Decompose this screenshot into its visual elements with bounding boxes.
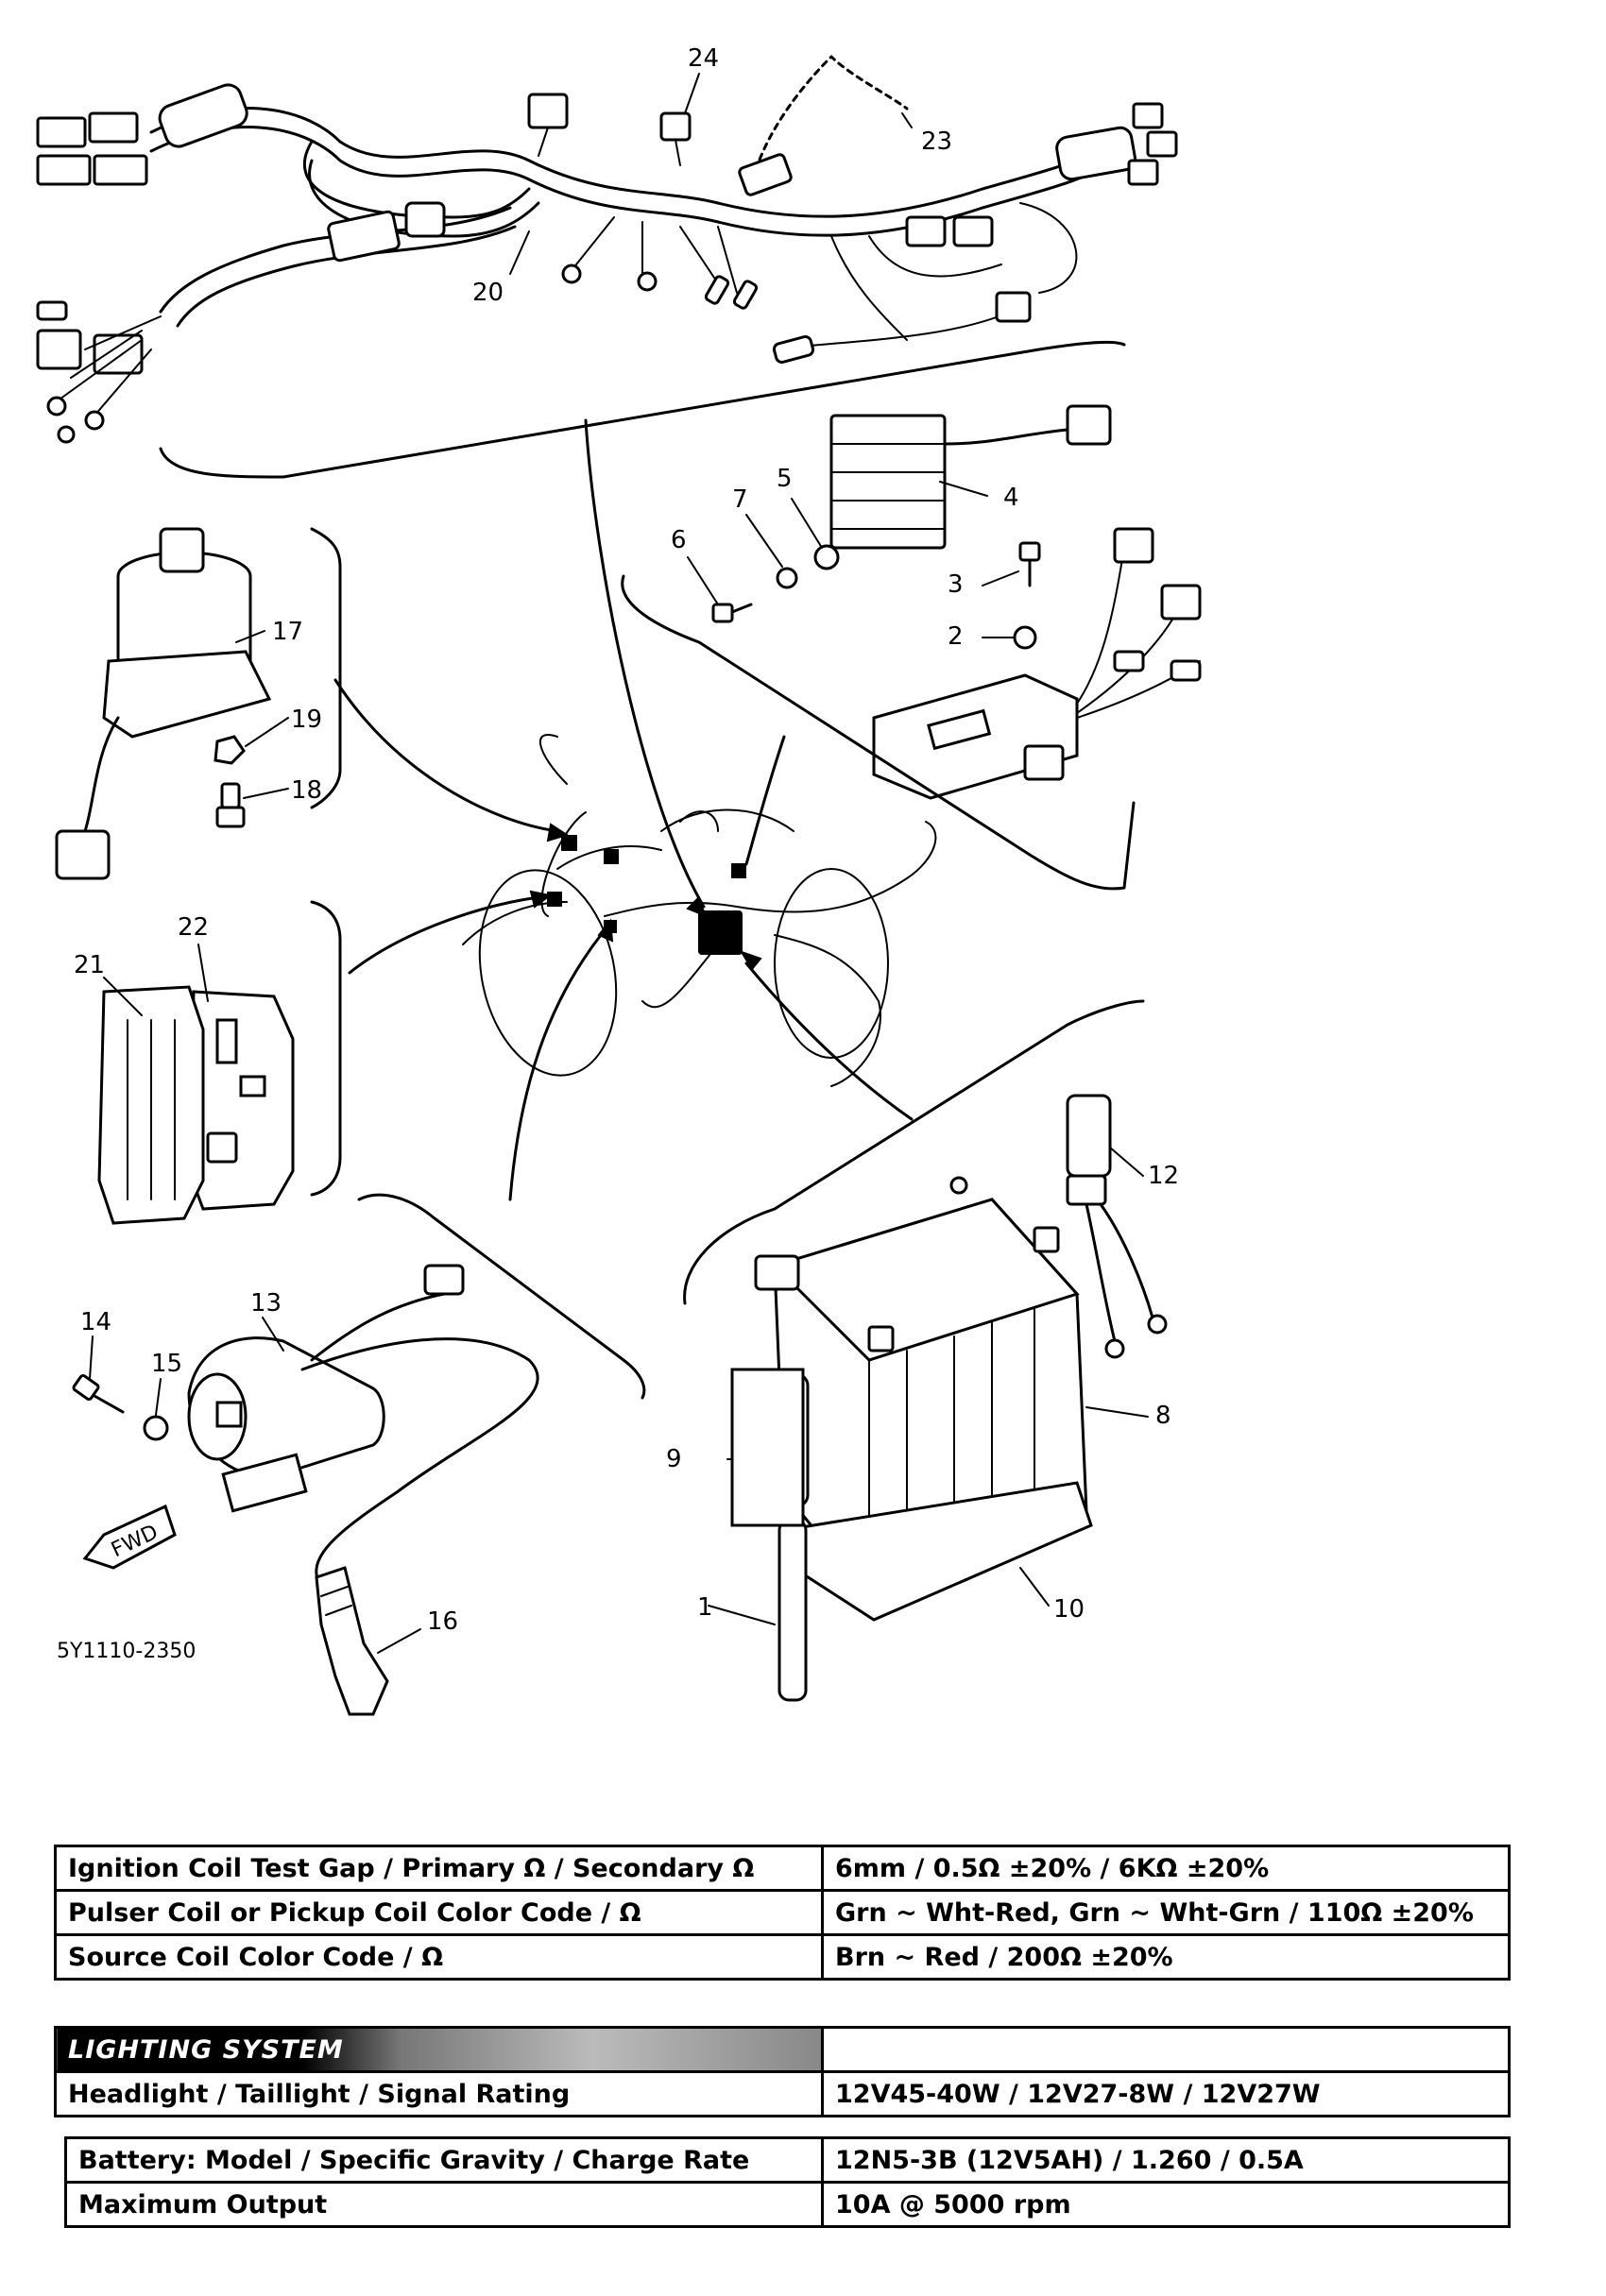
washer — [776, 567, 798, 589]
lighting-spec-table: LIGHTING SYSTEM Headlight / Taillight / … — [54, 2026, 1511, 2117]
breather-pipe — [777, 1519, 808, 1702]
callout-8: 8 — [1155, 1402, 1171, 1430]
spec-value: Brn ~ Red / 200Ω ±20% — [821, 1933, 1511, 1981]
cdi-unit — [872, 527, 1202, 800]
callout-4: 4 — [1003, 484, 1019, 512]
table-row: Headlight / Taillight / Signal Rating 12… — [54, 2070, 1511, 2117]
callout-3: 3 — [948, 570, 964, 599]
callout-17: 17 — [272, 618, 303, 646]
spec-label: Battery: Model / Specific Gravity / Char… — [64, 2136, 824, 2184]
table-row: Battery: Model / Specific Gravity / Char… — [64, 2136, 1511, 2184]
table-row: Maximum Output 10A @ 5000 rpm — [64, 2181, 1511, 2228]
figure-code: 5Y1110-2350 — [57, 1640, 196, 1663]
wire-harness — [36, 83, 1178, 444]
spark-plug-cap — [315, 1566, 389, 1716]
table-row: Source Coil Color Code / Ω Brn ~ Red / 2… — [54, 1933, 1511, 1981]
callout-21: 21 — [74, 951, 105, 979]
nut — [1013, 625, 1037, 650]
callout-16: 16 — [427, 1607, 458, 1636]
spec-label: Source Coil Color Code / Ω — [54, 1933, 824, 1981]
bolt — [72, 1373, 125, 1414]
callout-15: 15 — [151, 1350, 182, 1378]
callout-9: 9 — [666, 1445, 682, 1473]
bolt — [711, 603, 753, 623]
callout-14: 14 — [80, 1308, 111, 1336]
ignition-spec-table: Ignition Coil Test Gap / Primary Ω / Sec… — [54, 1845, 1511, 1981]
nut — [214, 735, 246, 765]
motorcycle-outline — [462, 734, 937, 1087]
section-header: LIGHTING SYSTEM — [54, 2026, 824, 2073]
rectifier-regulator — [829, 404, 1112, 550]
spec-value: 12V45-40W / 12V27-8W / 12V27W — [821, 2070, 1511, 2117]
callout-5: 5 — [777, 465, 793, 493]
spec-label: Headlight / Taillight / Signal Rating — [54, 2070, 824, 2117]
callout-18: 18 — [291, 776, 322, 805]
group-bracket — [310, 527, 342, 809]
callout-1: 1 — [697, 1593, 713, 1622]
table-row: Pulser Coil or Pickup Coil Color Code / … — [54, 1889, 1511, 1936]
callout-2: 2 — [948, 622, 964, 651]
group-bracket — [621, 574, 1136, 891]
callout-23: 23 — [921, 128, 952, 156]
forward-arrow-icon: FWD — [82, 1504, 177, 1570]
spec-value: 12N5-3B (12V5AH) / 1.260 / 0.5A — [821, 2136, 1511, 2184]
battery-lead — [1066, 1094, 1168, 1359]
group-bracket — [357, 1193, 646, 1400]
callout-10: 10 — [1053, 1595, 1085, 1624]
callout-7: 7 — [732, 485, 748, 514]
table-header-row: LIGHTING SYSTEM — [54, 2026, 1511, 2073]
spec-label: Maximum Output — [64, 2181, 824, 2228]
callout-6: 6 — [671, 526, 687, 554]
callout-12: 12 — [1148, 1162, 1179, 1190]
exploded-wiring-diagram: FWD 5Y1110-2350 — [36, 44, 1202, 1716]
spec-value: Grn ~ Wht-Red, Grn ~ Wht-Grn / 110Ω ±20% — [821, 1889, 1511, 1936]
wire-lead — [738, 55, 909, 196]
callout-13: 13 — [250, 1289, 282, 1318]
main-switch — [55, 527, 272, 880]
group-bracket — [310, 900, 342, 1197]
callout-19: 19 — [291, 706, 322, 734]
battery-spec-table: Battery: Model / Specific Gravity / Char… — [64, 2136, 1511, 2228]
spec-value: 10A @ 5000 rpm — [821, 2181, 1511, 2228]
empty-cell — [821, 2026, 1511, 2073]
callout-20: 20 — [472, 279, 504, 307]
spec-value: 6mm / 0.5Ω ±20% / 6KΩ ±20% — [821, 1845, 1511, 1892]
spec-label: Pulser Coil or Pickup Coil Color Code / … — [54, 1889, 824, 1936]
group-bracket — [159, 340, 1126, 479]
bolt — [1018, 541, 1041, 587]
callout-22: 22 — [178, 913, 209, 942]
table-row: Ignition Coil Test Gap / Primary Ω / Sec… — [54, 1845, 1511, 1892]
spec-label: Ignition Coil Test Gap / Primary Ω / Sec… — [54, 1845, 824, 1892]
bolt — [215, 782, 246, 828]
callout-24: 24 — [688, 44, 719, 73]
location-leader-lines — [333, 418, 914, 1201]
clip-connector — [659, 111, 692, 166]
callout-leaders — [89, 73, 1149, 1654]
battery — [754, 1176, 1088, 1598]
nut — [813, 544, 840, 570]
callout-numbers: 1 2 3 4 5 6 7 8 9 10 12 13 14 15 16 17 1… — [74, 44, 1179, 1636]
group-bracket — [683, 999, 1145, 1305]
ignition-coil — [187, 1264, 539, 1589]
battery-cover — [730, 1368, 805, 1527]
unit-bracket — [97, 985, 295, 1225]
washer — [143, 1415, 169, 1441]
